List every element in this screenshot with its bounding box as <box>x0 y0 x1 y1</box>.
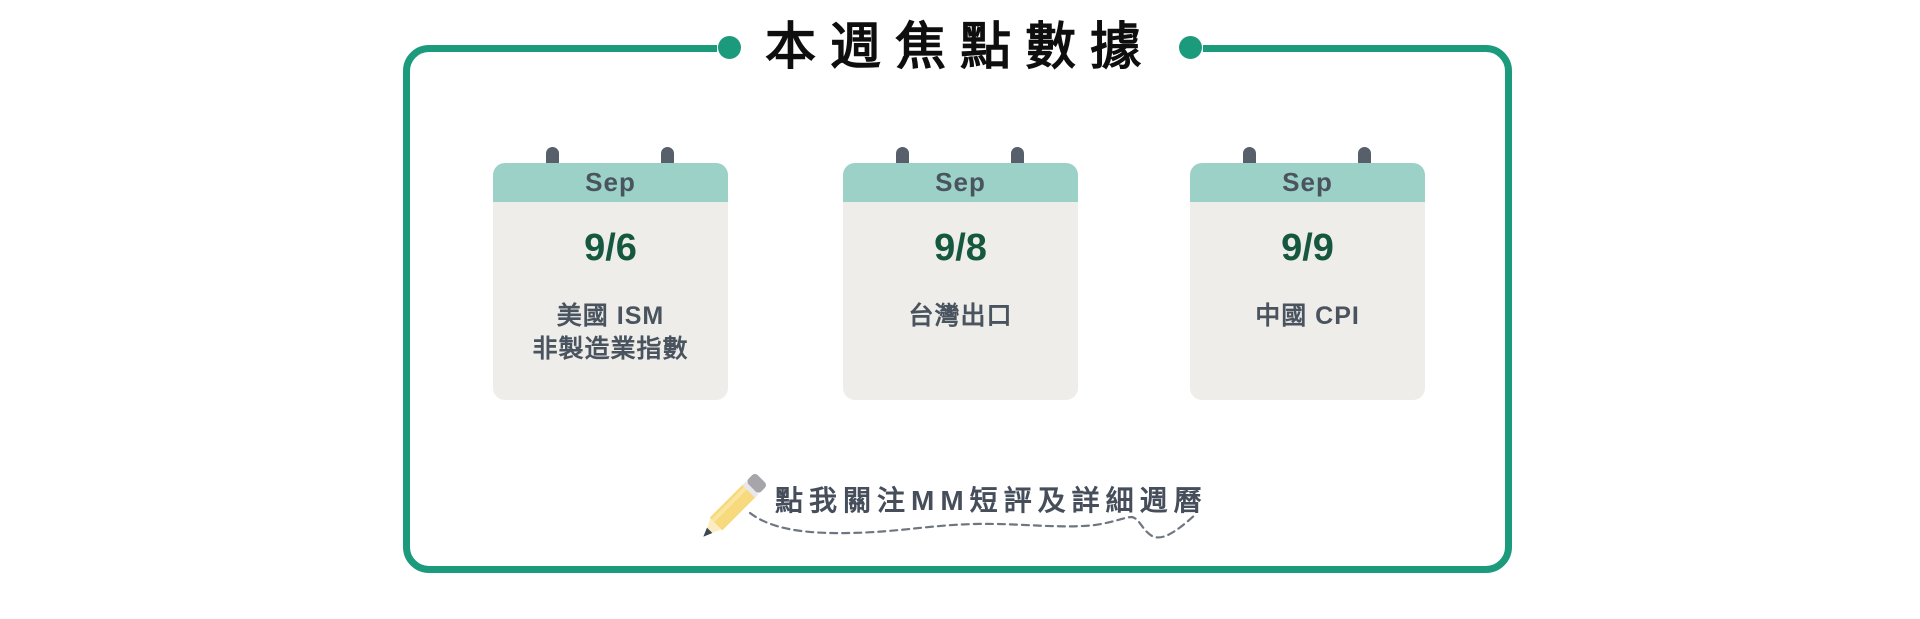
calendar-event: 中國 CPI <box>1255 302 1360 330</box>
calendar-header: Sep <box>1190 163 1425 202</box>
calendar-month-label: Sep <box>1282 167 1333 197</box>
page-title: 本週焦點數據 <box>764 18 1156 75</box>
footer-note-link[interactable]: 點我關注MM短評及詳細週曆 <box>775 485 1208 516</box>
calendar-event: 台灣出口 <box>908 302 1013 330</box>
panel-title-block: 本週焦點數據 <box>716 15 1204 79</box>
pencil-icon <box>696 470 771 545</box>
calendar-month-label: Sep <box>585 167 636 197</box>
title-dot-left-icon <box>717 35 741 59</box>
calendar-card: Sep 9/8 台灣出口 <box>843 147 1078 400</box>
calendar-event: 美國 ISM 非製造業指數 <box>532 302 689 363</box>
calendar-body: 9/8 台灣出口 <box>843 202 1078 400</box>
calendar-date: 9/8 <box>934 227 987 269</box>
squiggle-underline <box>748 511 1198 539</box>
calendar-body: 9/6 美國 ISM 非製造業指數 <box>493 202 728 400</box>
title-dot-right-icon <box>1179 35 1203 59</box>
calendar-date: 9/6 <box>584 227 637 269</box>
calendar-header: Sep <box>843 163 1078 202</box>
calendar-header: Sep <box>493 163 728 202</box>
calendar-month-label: Sep <box>935 167 986 197</box>
calendar-date: 9/9 <box>1281 227 1334 269</box>
calendar-card: Sep 9/6 美國 ISM 非製造業指數 <box>493 147 728 400</box>
calendar-card: Sep 9/9 中國 CPI <box>1190 147 1425 400</box>
calendar-body: 9/9 中國 CPI <box>1190 202 1425 400</box>
